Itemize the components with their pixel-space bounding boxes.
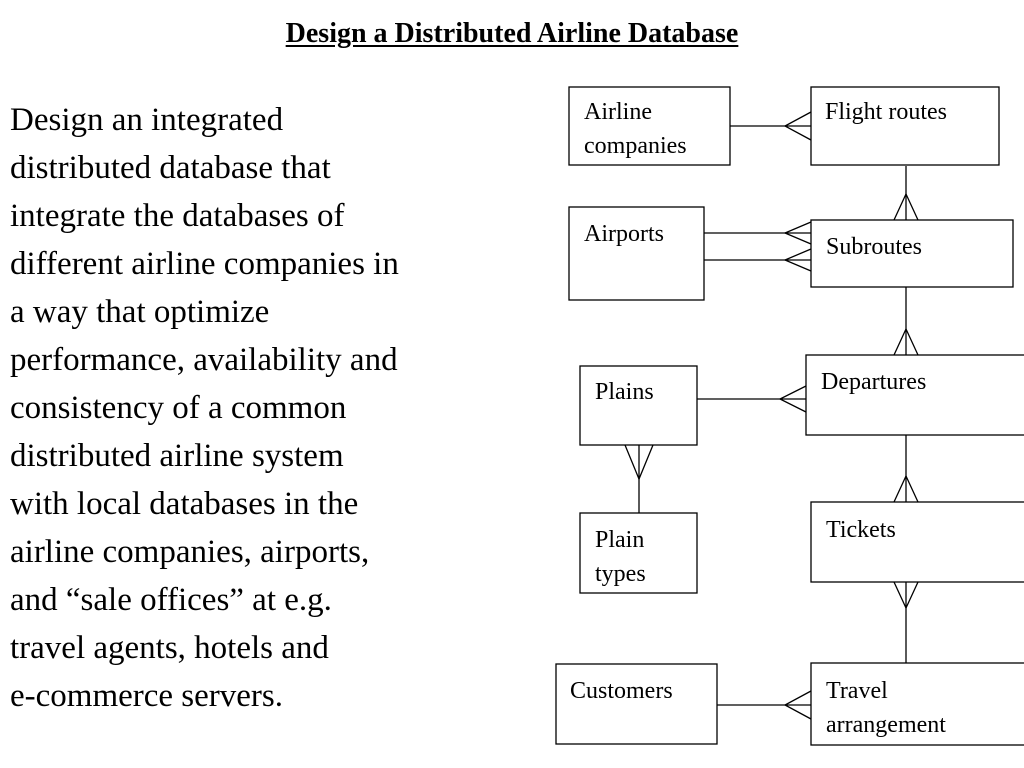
rel-flight-routes-subroutes <box>893 166 919 221</box>
rel-airports-subroutes-2 <box>704 248 812 272</box>
entity-label: Airports <box>584 221 664 247</box>
entity-label: Travel <box>826 678 888 704</box>
entity-label: Customers <box>570 678 673 704</box>
entity-tickets: Tickets <box>810 501 1024 583</box>
entity-label: Flight routes <box>825 99 947 125</box>
description-line: with local databases in the <box>10 486 359 522</box>
description-line: integrate the databases of <box>10 198 345 234</box>
entity-label: Subroutes <box>826 234 922 260</box>
entity-label: Tickets <box>826 517 896 543</box>
description-line: different airline companies in <box>10 246 399 282</box>
rel-customers-travel-arrangement <box>717 690 812 720</box>
description-line: performance, availability and <box>10 342 398 378</box>
entity-flight-routes: Flight routes <box>810 86 1000 166</box>
rel-plains-departures <box>697 385 807 413</box>
entity-departures: Departures <box>805 354 1024 436</box>
entity-plain-types: Plain types <box>579 512 698 594</box>
entity-label: Airline <box>584 99 652 125</box>
entity-label: Plains <box>595 379 654 405</box>
description-line: airline companies, airports, <box>10 534 370 570</box>
entity-plains: Plains <box>579 365 698 446</box>
rel-subroutes-departures <box>893 287 919 356</box>
description-line: travel agents, hotels and <box>10 630 329 666</box>
rel-departures-tickets <box>893 435 919 503</box>
entity-label: companies <box>584 133 687 159</box>
entity-label: types <box>595 561 646 587</box>
description-line: consistency of a common <box>10 390 347 426</box>
entity-label: Plain <box>595 527 644 553</box>
description-line: a way that optimize <box>10 294 270 330</box>
description-line: distributed database that <box>10 150 331 186</box>
slide-title: Design a Distributed Airline Database <box>285 18 739 49</box>
entity-label: arrangement <box>826 712 946 738</box>
description-line: Design an integrated <box>10 102 284 138</box>
entity-travel-arrangement: Travel arrangement <box>810 662 1024 746</box>
rel-airports-subroutes-1 <box>704 221 812 245</box>
description-text: Design an integrated distributed databas… <box>10 96 510 720</box>
rel-travel-arrangement-tickets <box>893 581 919 663</box>
rel-airline-companies-flight-routes <box>730 111 812 141</box>
entity-label: Departures <box>821 369 926 395</box>
entity-subroutes: Subroutes <box>810 219 1014 288</box>
rel-plain-types-plains <box>624 444 654 513</box>
entity-customers: Customers <box>555 663 718 745</box>
entity-airline-companies: Airline companies <box>568 86 731 166</box>
description-line: e-commerce servers. <box>10 678 284 714</box>
entity-airports: Airports <box>568 206 705 301</box>
description-line: and “sale offices” at e.g. <box>10 582 332 618</box>
description-line: distributed airline system <box>10 438 344 474</box>
